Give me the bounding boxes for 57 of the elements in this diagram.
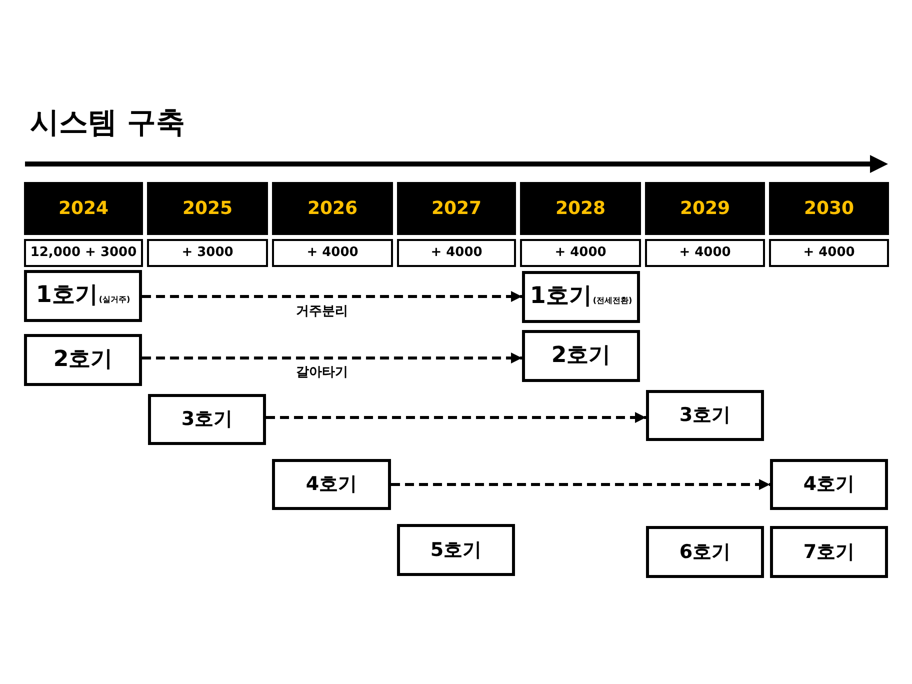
amount-label: + 4000 [306, 246, 358, 260]
unit-card [24, 270, 142, 322]
unit-label: 3호기 [679, 405, 731, 426]
year-header [397, 182, 516, 235]
amount-label: + 4000 [554, 246, 606, 260]
unit-card [522, 330, 640, 382]
unit-label: 1호기 [36, 283, 98, 309]
unit-label: 4호기 [803, 474, 855, 495]
year-header [24, 182, 143, 235]
year-header [147, 182, 268, 235]
unit-label: 1호기 [530, 284, 592, 310]
year-label: 2029 [680, 198, 730, 218]
year-header [520, 182, 641, 235]
amount-card [520, 239, 641, 267]
amount-card [645, 239, 765, 267]
unit-label: 4호기 [306, 474, 358, 495]
unit-card [646, 390, 764, 441]
unit-note: (실거주) [98, 296, 130, 306]
amount-label: + 4000 [430, 246, 482, 260]
year-label: 2027 [431, 198, 482, 218]
unit-card [148, 394, 266, 445]
unit-note: (전세전환) [592, 297, 632, 306]
unit-label: 6호기 [679, 542, 731, 562]
unit-label: 5호기 [430, 540, 482, 560]
title: 시스템 구축 [30, 104, 186, 140]
amount-card [147, 239, 268, 267]
unit-card [272, 459, 391, 510]
unit-label: 2호기 [53, 348, 113, 372]
unit-label: 7호기 [803, 542, 855, 562]
amount-label: + 4000 [679, 246, 731, 260]
dashed-arrow [266, 412, 646, 423]
year-header [272, 182, 393, 235]
year-label: 2025 [182, 198, 233, 218]
year-label: 2024 [58, 198, 109, 218]
year-header [769, 182, 889, 235]
year-header [645, 182, 765, 235]
amount-card [769, 239, 889, 267]
unit-card [397, 524, 515, 576]
year-label: 2026 [307, 198, 358, 218]
unit-label: 3호기 [181, 409, 233, 430]
year-label: 2028 [555, 198, 606, 218]
unit-card [770, 459, 888, 510]
unit-card [522, 271, 640, 323]
amount-card [272, 239, 393, 267]
dashed-arrow [391, 479, 770, 490]
dashed-arrow [142, 291, 522, 302]
amount-label: + 4000 [803, 246, 855, 260]
amount-label: + 3000 [182, 246, 234, 260]
amount-card [24, 239, 143, 267]
dashed-arrow [142, 352, 522, 364]
unit-label: 2호기 [551, 344, 611, 368]
year-label: 2030 [804, 198, 854, 218]
unit-card [770, 526, 888, 578]
amount-card [397, 239, 516, 267]
unit-card [646, 526, 764, 578]
unit-card [24, 334, 142, 386]
amount-label: 12,000 + 3000 [30, 246, 137, 260]
